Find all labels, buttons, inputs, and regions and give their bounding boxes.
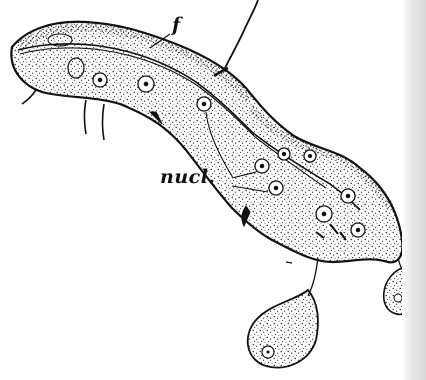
nuclei-label: nucl. — [160, 168, 216, 187]
flagellum-label: f — [172, 16, 180, 35]
flagellum — [224, 0, 258, 70]
cilium — [85, 100, 87, 134]
cilium — [22, 90, 36, 104]
page-edge-shadow — [402, 0, 426, 380]
cilium — [103, 104, 105, 140]
posterior-thread — [308, 258, 318, 296]
cell-body — [11, 22, 402, 263]
daughter-bud — [248, 290, 318, 368]
